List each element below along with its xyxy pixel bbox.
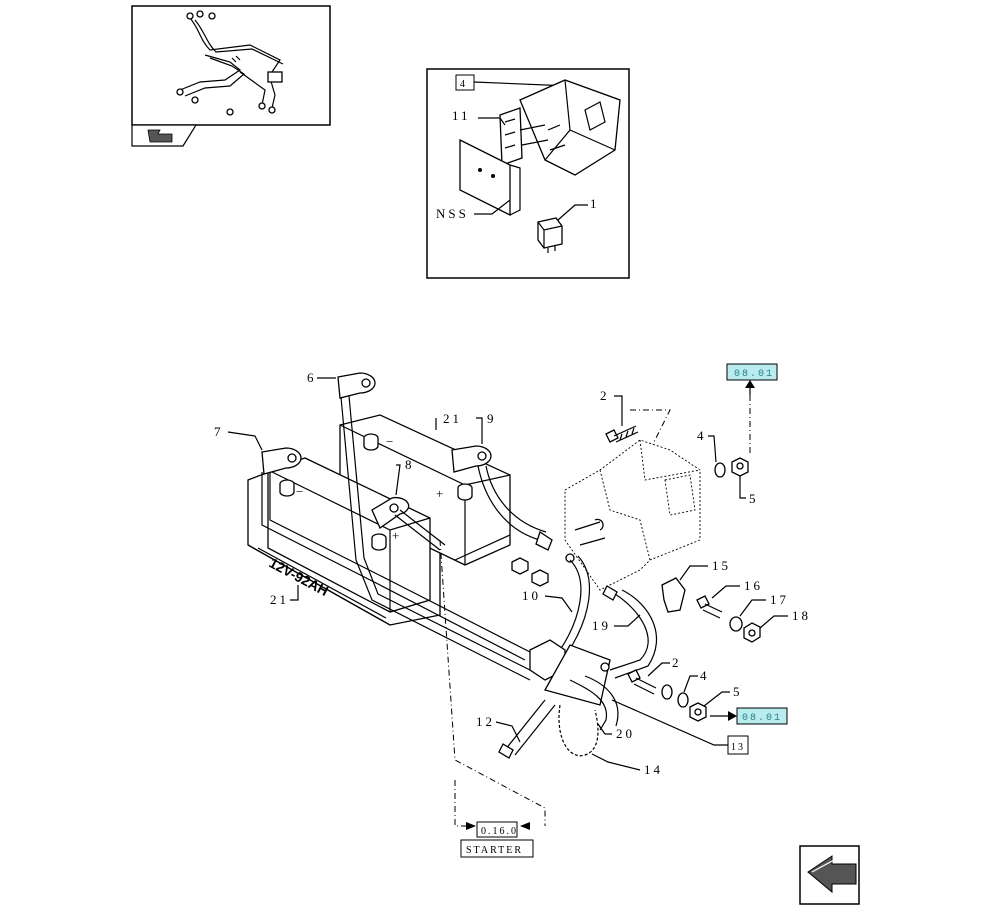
minus-sign-2: − <box>296 484 306 499</box>
callout-nss: NSS <box>436 206 469 221</box>
callout-4b: 4 <box>700 668 710 683</box>
callout-18: 18 <box>792 608 811 623</box>
callout-13: 13 <box>731 742 745 753</box>
callout-7: 7 <box>214 424 224 439</box>
nav-arrow-button[interactable] <box>131 124 198 147</box>
harness-thumbnail[interactable] <box>131 5 331 126</box>
callout-21b: 21 <box>270 592 289 607</box>
callout-11: 11 <box>452 108 471 123</box>
callouts: 6 7 21 9 8 21 2 4 5 10 15 16 17 18 19 2 … <box>214 370 811 777</box>
callout-12: 12 <box>476 714 495 729</box>
back-arrow-icon <box>807 855 857 894</box>
callout-20: 20 <box>616 726 635 741</box>
callout-15: 15 <box>712 558 731 573</box>
callout-14: 14 <box>644 762 663 777</box>
battery-assembly: 12V-92AH − + − + <box>247 372 761 827</box>
plus-sign-2: + <box>392 528 402 543</box>
callout-16: 16 <box>744 578 763 593</box>
minus-sign-1: − <box>386 434 396 449</box>
starter-code: 0.16.0 <box>481 826 518 837</box>
callout-4a: 4 <box>697 428 707 443</box>
callout-8: 8 <box>405 457 415 472</box>
ref-tag-top[interactable]: 08.01 <box>726 363 778 395</box>
callout-6: 6 <box>307 370 317 385</box>
starter-ref[interactable]: 0.16.0 STARTER <box>460 821 534 858</box>
callout-9: 9 <box>487 411 497 426</box>
svg-text:08.01: 08.01 <box>742 713 782 724</box>
plus-sign-1: + <box>436 486 446 501</box>
back-arrow-button[interactable] <box>799 845 860 905</box>
callout-5a: 5 <box>749 491 759 506</box>
starter-label: STARTER <box>466 845 523 856</box>
callout-5b: 5 <box>733 684 743 699</box>
ref-tag-bottom[interactable]: 08.01 <box>710 707 788 725</box>
relay-inset: 4 11 NSS 1 <box>426 68 630 279</box>
inset-ref-label: 4 <box>460 79 467 90</box>
svg-text:08.01: 08.01 <box>734 369 774 380</box>
callout-2a: 2 <box>600 388 610 403</box>
callout-21a: 21 <box>443 411 462 426</box>
callout-19: 19 <box>592 618 611 633</box>
nav-arrow-icon <box>147 129 173 143</box>
callout-17: 17 <box>770 592 789 607</box>
callout-1: 1 <box>590 196 600 211</box>
callout-10: 10 <box>522 588 541 603</box>
callout-2b: 2 <box>672 655 682 670</box>
